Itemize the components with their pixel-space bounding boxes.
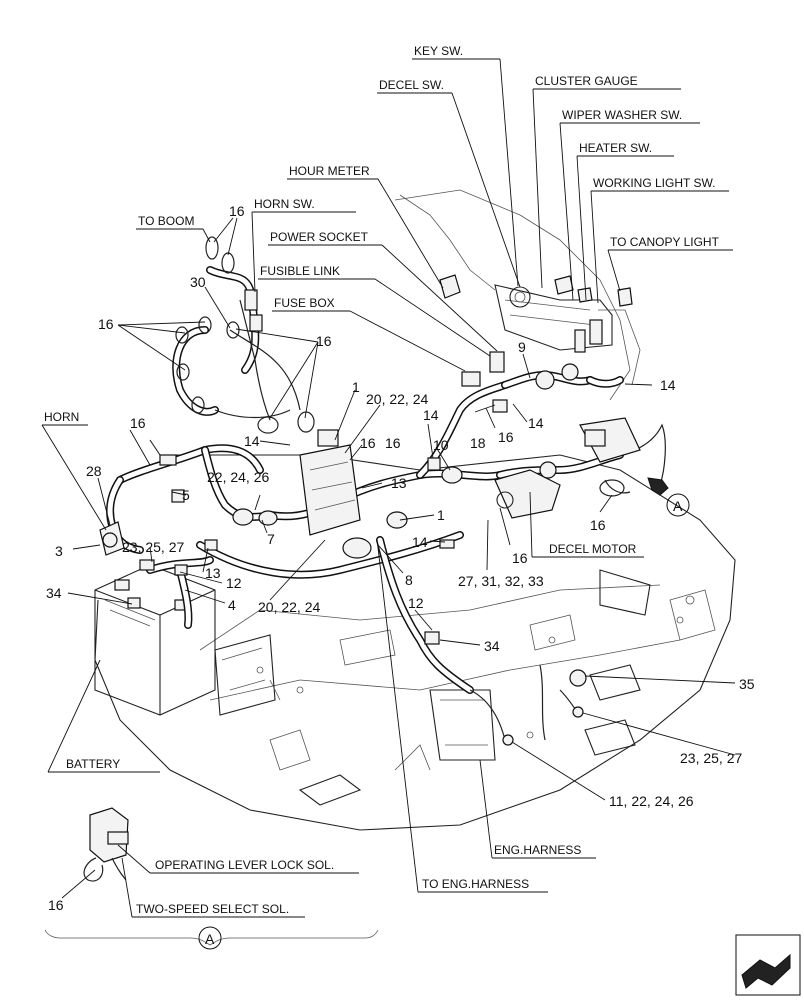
operator-console [394,189,641,401]
item-number: 16 [512,550,528,566]
item-number: 23, 25, 27 [680,750,742,766]
label-to-boom: TO BOOM [138,214,194,228]
label-to-canopy-light: TO CANOPY LIGHT [610,235,720,249]
label-key-sw: KEY SW. [414,44,463,58]
item-number: 1 [352,379,360,395]
item-number: 13 [391,475,407,491]
leader-lines [41,58,736,918]
item-number: 14 [528,415,544,431]
item-number: 18 [470,435,486,451]
battery-body [94,564,216,716]
item-number: 8 [405,572,413,588]
item-number: 20, 22, 24 [258,599,320,615]
label-to-eng-harness: TO ENG.HARNESS [422,877,529,891]
floor-plate [94,439,736,831]
label-fuse-box: FUSE BOX [274,296,335,310]
item-number: 12 [226,575,242,591]
components [99,236,669,746]
item-number: 14 [660,377,676,393]
detail-a-solenoids [44,807,379,946]
label-horn-sw: HORN SW. [254,197,315,211]
item-number: 34 [46,585,62,601]
item-number: 16 [590,517,606,533]
orientation-arrow-icon [735,934,801,996]
item-number: 34 [484,638,500,654]
view-tag-detail: A [205,931,215,947]
item-number: 23, 25, 27 [122,539,184,555]
item-number: 7 [267,531,275,547]
item-number: 1 [437,507,445,523]
item-number: 20, 22, 24 [366,391,428,407]
label-horn: HORN [44,410,79,424]
label-fusible-link: FUSIBLE LINK [260,264,340,278]
item-number: 14 [423,407,439,423]
view-direction-arrow-icon [647,477,669,496]
label-two-speed-select-sol: TWO-SPEED SELECT SOL. [136,902,289,916]
label-decel-sw: DECEL SW. [379,78,444,92]
item-number: 35 [739,676,755,692]
label-hour-meter: HOUR METER [289,164,370,178]
item-number: 16 [229,203,245,219]
item-number: 13 [205,565,221,581]
item-number: 11, 22, 24, 26 [609,793,694,809]
item-number: 30 [190,274,206,290]
item-number: 4 [228,597,236,613]
label-heater-sw: HEATER SW. [579,141,652,155]
item-number: 3 [55,543,63,559]
callout-labels: KEY SW. DECEL SW. CLUSTER GAUGE WIPER WA… [44,44,720,916]
item-number: 14 [412,534,428,550]
item-number: 16 [498,429,514,445]
item-numbers: 16 30 16 16 1 20, 22, 24 9 14 14 16 14 1… [46,203,755,913]
label-battery: BATTERY [66,757,120,771]
item-number: 22, 24, 26 [207,469,269,485]
item-number: 10 [433,437,449,453]
item-number: 12 [408,595,424,611]
view-reference: A A [198,493,690,950]
label-cluster-gauge: CLUSTER GAUGE [535,74,638,88]
item-number: 16 [385,435,401,451]
item-number: 27, 31, 32, 33 [458,573,544,589]
item-number: 16 [48,897,64,913]
item-number: 14 [244,433,260,449]
item-number: 16 [130,415,146,431]
label-operating-lever-lock-sol: OPERATING LEVER LOCK SOL. [155,858,334,872]
view-tag-arrow: A [673,498,683,514]
item-number: 28 [86,463,102,479]
label-eng-harness: ENG.HARNESS [494,843,581,857]
item-number: 9 [518,339,526,355]
item-number: 5 [182,487,190,503]
label-wiper-washer-sw: WIPER WASHER SW. [562,108,682,122]
item-number: 16 [316,333,332,349]
label-working-light-sw: WORKING LIGHT SW. [593,176,715,190]
item-number: 16 [98,316,114,332]
item-number: 16 [360,435,376,451]
label-decel-motor: DECEL MOTOR [549,542,637,556]
label-power-socket: POWER SOCKET [270,230,369,244]
